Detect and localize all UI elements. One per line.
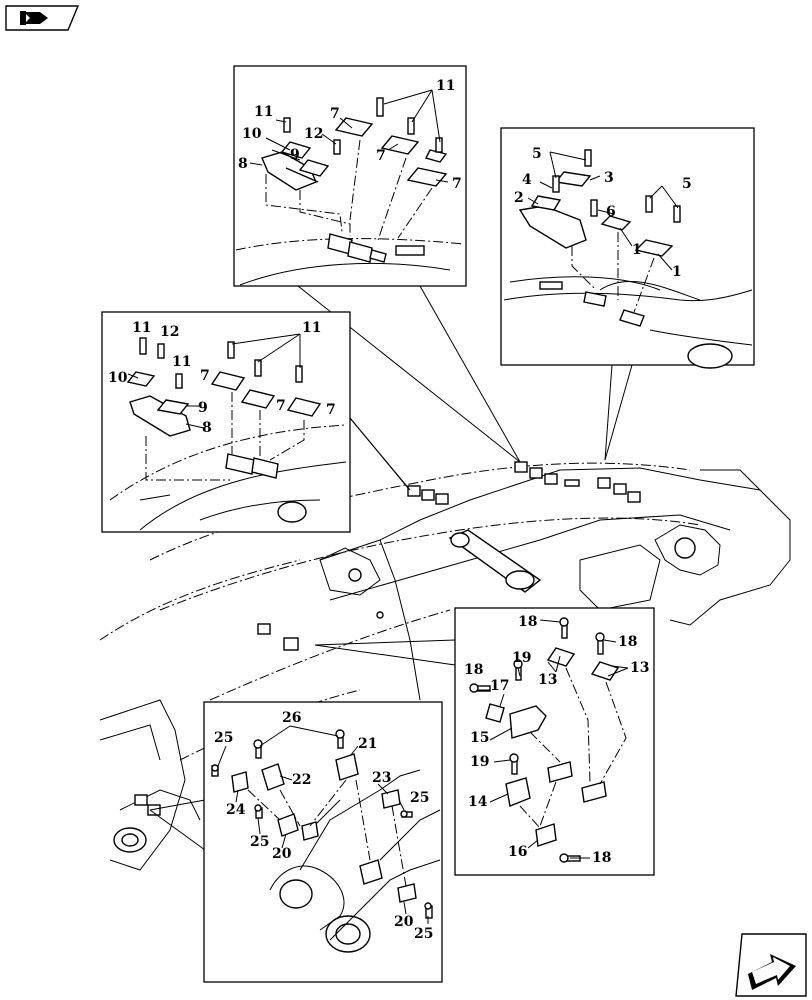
callout-label-2: 2: [514, 190, 524, 206]
callout-label-25d: 25: [414, 926, 433, 942]
callout-label-25a: 25: [214, 730, 233, 746]
back-to-index-button[interactable]: [5, 5, 80, 31]
callout-label-4: 4: [522, 172, 532, 188]
callout-frame-top-center: 11 11 7 10 12 9 8 7 7: [233, 65, 467, 287]
callout-label-13b: 13: [630, 660, 649, 676]
callout-label-14: 14: [468, 794, 488, 810]
callout-label-11c: 11: [132, 320, 151, 336]
callout-label-1a: 1: [632, 242, 642, 258]
next-page-arrow-icon: [748, 954, 796, 990]
callout-label-15: 15: [470, 730, 489, 746]
callout-frame-bottom-center: 26 25 21 22 23 25 24 25 20 20 25: [203, 701, 443, 983]
leaders-middle-left: [127, 333, 301, 429]
callout-label-11e: 11: [172, 354, 191, 370]
callout-label-25b: 25: [410, 790, 429, 806]
boom-clamp-group-c: [257, 623, 299, 651]
callout-label-17: 17: [490, 678, 509, 694]
leaders-bottom-center: [217, 725, 429, 924]
callout-label-18a: 18: [518, 614, 537, 630]
clamp-parts-middle-left: [126, 337, 322, 481]
leaders-top-center: [249, 89, 449, 183]
callout-label-12: 12: [304, 126, 323, 142]
clamp-parts-bottom-right: [469, 617, 627, 863]
leaders-bottom-right: [478, 619, 629, 859]
callout-label-26: 26: [282, 710, 301, 726]
callout-label-19b: 19: [470, 754, 489, 770]
book-back-icon: [20, 11, 48, 25]
callout-label-11d: 11: [302, 320, 321, 336]
callout-label-16: 16: [508, 844, 527, 860]
callout-label-11b: 11: [254, 104, 273, 120]
boom-clamp-group-d: [134, 794, 161, 816]
callout-label-23: 23: [372, 770, 391, 786]
callout-label-9: 9: [290, 147, 300, 163]
callout-label-1b: 1: [672, 264, 682, 280]
callout-frame-middle-left: 11 12 11 11 10 7 9 7 7 8: [101, 311, 351, 533]
callout-label-5b: 5: [682, 176, 692, 192]
callout-label-20b: 20: [394, 914, 414, 930]
callout-label-8b: 8: [202, 420, 212, 436]
callout-label-7d: 7: [200, 368, 210, 384]
callout-label-18c: 18: [464, 662, 483, 678]
callout-label-20a: 20: [272, 846, 292, 862]
callout-label-6: 6: [606, 204, 616, 220]
callout-label-19a: 19: [512, 650, 531, 666]
callout-label-21: 21: [358, 736, 377, 752]
callout-label-10b: 10: [108, 370, 128, 386]
callout-label-3: 3: [604, 170, 614, 186]
next-page-button[interactable]: [735, 933, 807, 997]
callout-label-7c: 7: [452, 176, 462, 192]
callout-label-7f: 7: [326, 402, 336, 418]
clamp-parts-bottom-center: [211, 729, 433, 919]
boom-clamp-group-b: [514, 461, 641, 503]
callout-label-18d: 18: [592, 850, 611, 866]
callout-label-7a: 7: [330, 106, 340, 122]
callout-label-10: 10: [242, 126, 262, 142]
callout-frame-top-right: 5 4 3 5 2 6 1 1: [500, 127, 755, 369]
boom-cylinder: [448, 529, 542, 593]
clamp-parts-top-right: [518, 149, 681, 327]
callout-label-13a: 13: [538, 672, 557, 688]
boom-assembly: [99, 461, 791, 871]
callout-label-7e: 7: [276, 398, 286, 414]
clamp-parts-top-center: [261, 97, 448, 263]
callout-label-18b: 18: [618, 634, 637, 650]
leaders-top-right: [527, 151, 679, 271]
callout-label-22: 22: [292, 772, 311, 788]
callout-label-9b: 9: [198, 400, 208, 416]
callout-label-11a: 11: [436, 78, 455, 94]
callout-label-24: 24: [226, 802, 246, 818]
callout-label-7b: 7: [376, 148, 386, 164]
boom-clamp-group-a: [407, 485, 449, 505]
callout-label-5a: 5: [532, 146, 542, 162]
callout-frame-bottom-right: 18 18 19 18 17 13 13 15 19 14 16 18: [454, 607, 655, 876]
callout-label-12b: 12: [160, 324, 179, 340]
callout-label-8: 8: [238, 156, 248, 172]
callout-label-25c: 25: [250, 834, 269, 850]
